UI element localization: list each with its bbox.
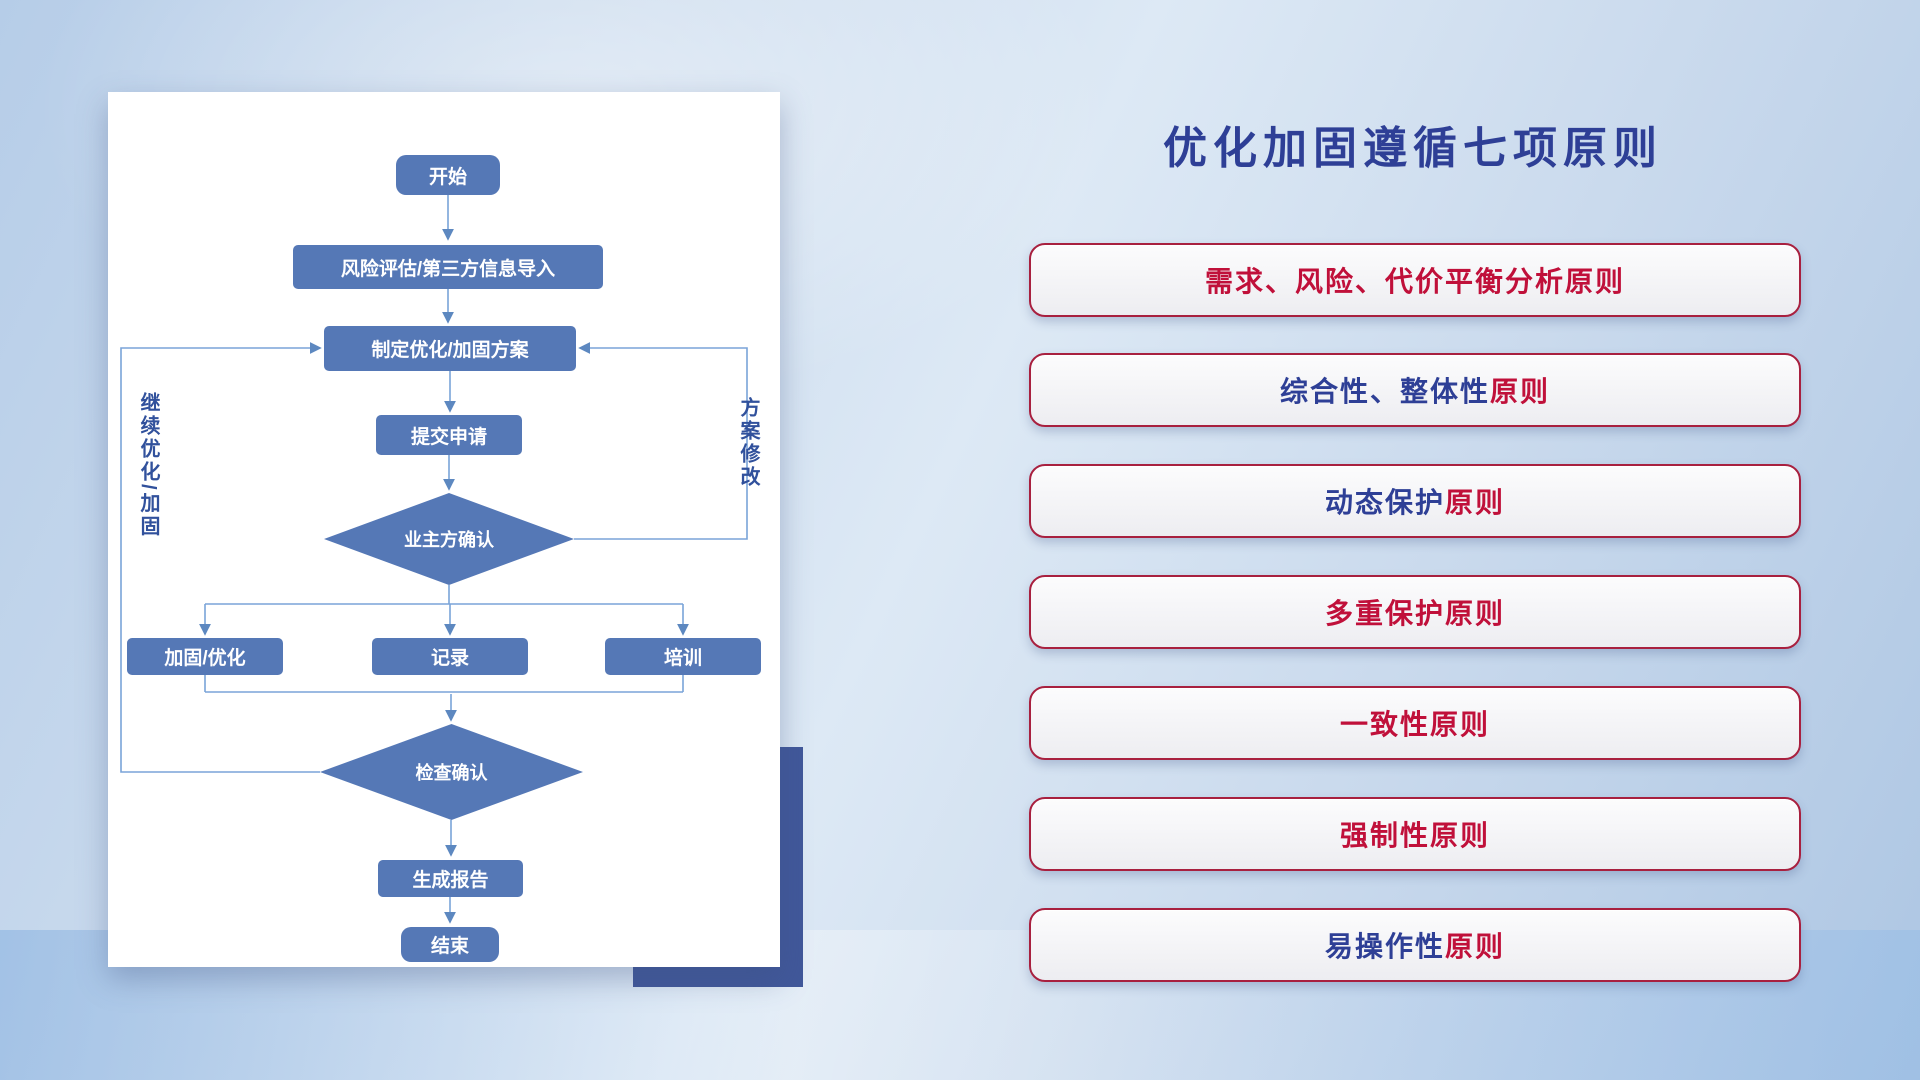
principle-text-segment: 原则	[1490, 376, 1551, 407]
principle-box-2: 综合性、整体性原则	[1029, 353, 1801, 427]
panel-title: 优化加固遵循七项原则	[1163, 124, 1663, 173]
flow-node-make-plan: 制定优化/加固方案	[324, 326, 576, 371]
principle-text-segment: 易操作性	[1324, 931, 1445, 962]
principle-text-segment: 动态保护	[1324, 487, 1445, 518]
flow-node-record: 记录	[372, 638, 528, 675]
flow-node-report: 生成报告	[378, 860, 523, 897]
principle-text-segment: 强制性原则	[1339, 820, 1490, 851]
connector-lines	[120, 195, 748, 924]
flow-connectors	[120, 195, 748, 924]
principle-text-segment: 一致性原则	[1339, 709, 1490, 740]
flowchart-card: 开始 风险评估/第三方信息导入 制定优化/加固方案 提交申请 业主方确认 加固/…	[108, 92, 780, 967]
principle-text-segment: 原则	[1445, 487, 1506, 518]
flow-node-start: 开始	[396, 155, 500, 195]
principle-text-segment: 综合性、整体性	[1279, 376, 1490, 407]
principle-box-7: 易操作性原则	[1029, 908, 1801, 982]
principle-text-segment: 多重保护原则	[1324, 598, 1505, 629]
flow-node-submit: 提交申请	[376, 415, 522, 455]
principle-box-3: 动态保护原则	[1029, 464, 1801, 538]
principle-box-4: 多重保护原则	[1029, 575, 1801, 649]
principle-text-segment: 需求、风险、代价平衡分析原则	[1204, 266, 1625, 297]
principle-text-segment: 原则	[1445, 931, 1506, 962]
principle-box-1: 需求、风险、代价平衡分析原则	[1029, 243, 1801, 317]
principle-box-6: 强制性原则	[1029, 797, 1801, 871]
loop-label-continue-optimize: 继续优化/加固	[137, 392, 159, 539]
loop-label-plan-modify: 方案修改	[737, 397, 759, 489]
flow-node-training: 培训	[605, 638, 761, 675]
flow-node-risk-import: 风险评估/第三方信息导入	[293, 245, 603, 289]
flow-node-end: 结束	[401, 927, 499, 962]
flow-node-reinforce: 加固/优化	[127, 638, 283, 675]
principle-box-5: 一致性原则	[1029, 686, 1801, 760]
